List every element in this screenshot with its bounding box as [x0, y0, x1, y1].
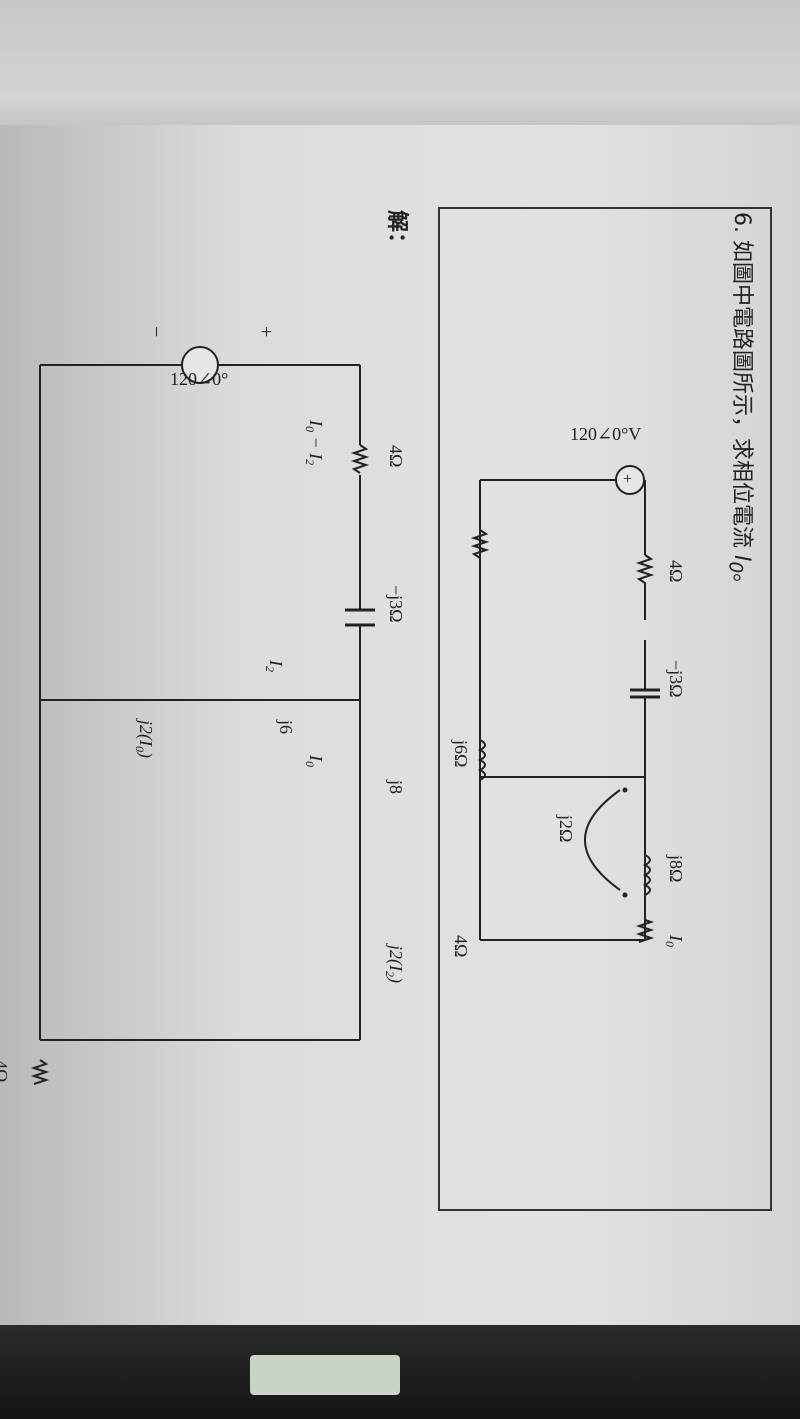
answer-r1-label: 4Ω — [386, 445, 406, 467]
r1-label: 4Ω — [666, 560, 686, 582]
answer-dep1-label: j2(I0) — [133, 718, 156, 758]
answer-minus: − — [145, 326, 167, 337]
answer-source-label: 120∠0° — [170, 369, 228, 389]
book-page — [0, 125, 800, 1340]
answer-r2-label: 4Ω — [0, 1060, 11, 1082]
mutual-label: j2Ω — [556, 814, 576, 842]
photo-background-bottom — [0, 1325, 800, 1419]
current-label: I0 — [663, 934, 686, 947]
answer-c1-label: −j3Ω — [386, 585, 406, 623]
answer-branch-current: I0 − I2 — [303, 419, 326, 465]
c1-label: −j3Ω — [666, 660, 686, 698]
l1-label: j6Ω — [451, 739, 471, 767]
r2-label: 4Ω — [451, 935, 471, 957]
table-object — [250, 1355, 400, 1395]
source-plus: + — [618, 474, 635, 483]
l2-label: j8Ω — [666, 854, 686, 882]
answer-l2-label: j8 — [386, 779, 406, 794]
answer-dep2-label: j2(I2) — [383, 943, 406, 983]
answer-l1-label: j6 — [276, 719, 296, 734]
answer-i2-label: I2 — [263, 659, 286, 672]
photo-background-top — [0, 0, 800, 140]
answer-plus: + — [255, 326, 277, 337]
source-voltage-label: 120∠0°V — [570, 424, 641, 444]
answer-i0-label: I0 — [303, 754, 326, 767]
